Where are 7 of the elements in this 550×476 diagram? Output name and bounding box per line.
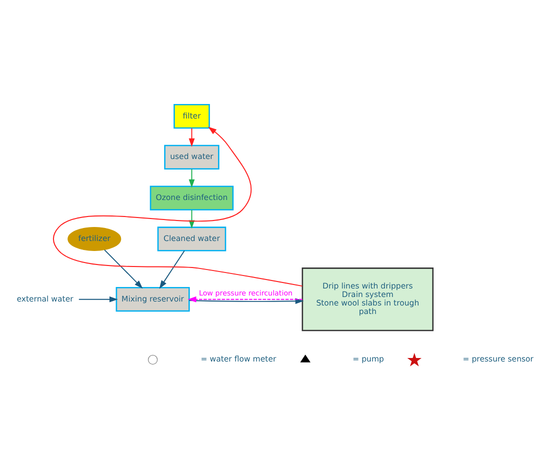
arrow	[188, 296, 303, 302]
arrow	[52, 126, 303, 287]
arrow	[78, 296, 118, 302]
arrow	[188, 168, 195, 188]
arrow	[159, 250, 185, 289]
arrow	[104, 249, 143, 289]
arrow	[188, 128, 195, 147]
